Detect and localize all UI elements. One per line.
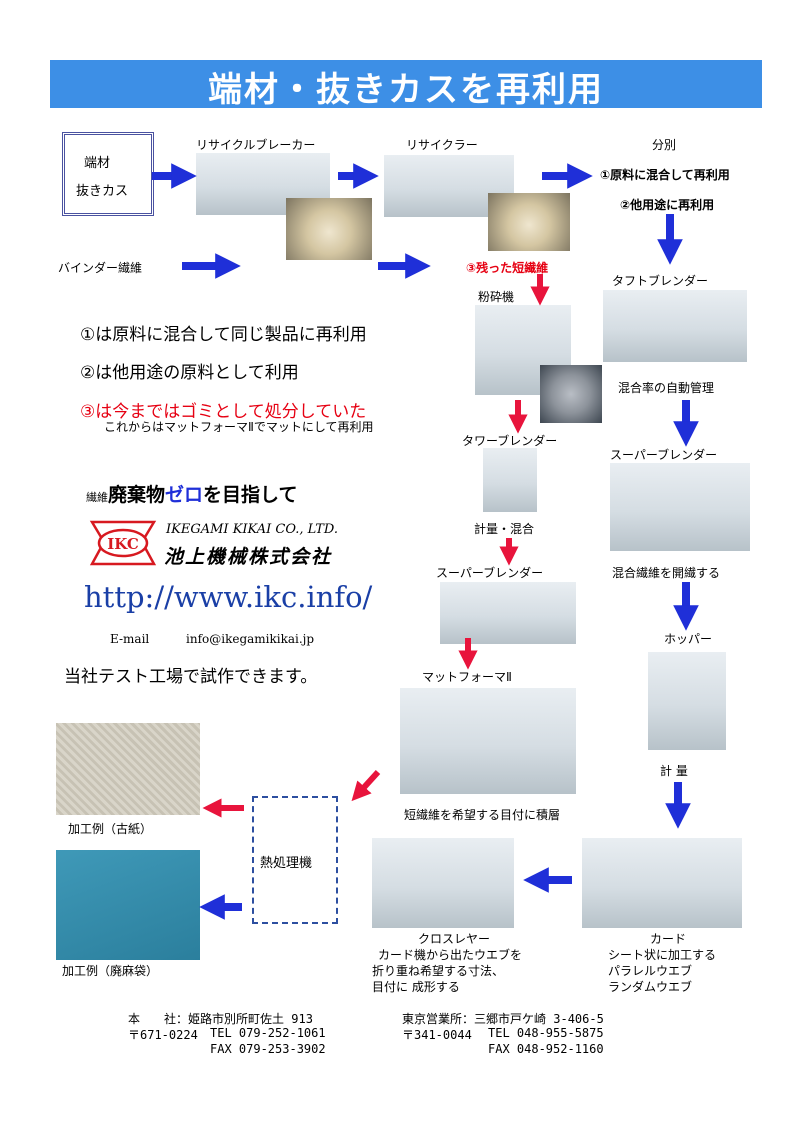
- label-sort-1: ①原料に混合して再利用: [600, 168, 730, 182]
- hopper-photo: [648, 652, 726, 750]
- label-cross-desc2: 折り重ね希望する寸法、: [372, 964, 505, 978]
- tuft-blender-photo: [603, 290, 747, 362]
- slogan-part1: 廃棄物: [108, 484, 166, 506]
- card-photo: [582, 838, 742, 928]
- slogan-prefix: 繊維: [86, 491, 108, 504]
- tokyo-tel: TEL 048-955-5875: [488, 1026, 604, 1040]
- label-recycle-breaker: リサイクルブレーカー: [196, 138, 316, 152]
- crushed-fiber-photo: [540, 365, 602, 423]
- label-crusher: 粉砕機: [478, 290, 515, 304]
- input-box-line1: 端材: [84, 156, 111, 171]
- label-hopper: ホッパー: [664, 632, 713, 646]
- label-cross-layer: クロスレヤー: [418, 932, 491, 946]
- label-heat-treat: 熱処理機: [260, 856, 313, 871]
- super-blender-mid-photo: [440, 582, 576, 644]
- label-binder-fiber: バインダー繊維: [58, 261, 143, 275]
- label-leftover-fiber: ③残った短繊維: [466, 261, 549, 275]
- company-url[interactable]: http://www.ikc.info/: [84, 580, 373, 614]
- heat-treat-box: [252, 796, 338, 924]
- label-tower-blender: タワーブレンダー: [462, 434, 558, 448]
- label-example2: 加工例（廃麻袋）: [62, 964, 159, 978]
- title-banner: [50, 60, 762, 108]
- label-weigh-mix: 計量・混合: [474, 522, 535, 536]
- label-sort-2: ②他用途に再利用: [620, 198, 715, 212]
- hq-addr: 姫路市別所町佐土 913: [188, 1012, 313, 1026]
- arrow-mat-to-heat: [351, 769, 381, 802]
- tokyo-addr: 三郷市戸ケ崎 3-406-5: [474, 1012, 604, 1026]
- label-card: カード: [650, 932, 687, 946]
- label-recycler: リサイクラー: [406, 138, 478, 152]
- slogan-part3: を目指して: [203, 484, 298, 506]
- label-cross-desc1: カード機から出たウエブを: [378, 948, 523, 962]
- input-box-line2: 抜きカス: [76, 184, 129, 199]
- label-example1: 加工例（古紙）: [68, 822, 153, 836]
- hq-line1: 本 社：姫路市別所町佐土 913: [128, 1010, 313, 1027]
- example2-photo: [56, 850, 200, 960]
- slogan-part2: ゼロ: [165, 484, 204, 506]
- note-3: ③は今まではゴミとして処分していた: [80, 402, 367, 422]
- hq-label: 本 社：: [128, 1012, 189, 1026]
- label-weigh: 計 量: [660, 764, 688, 778]
- note-1: ①は原料に混合して同じ製品に再利用: [80, 325, 367, 345]
- label-super-blender-right: スーパーブレンダー: [610, 448, 718, 462]
- super-blender-right-photo: [610, 463, 750, 551]
- cross-layer-photo: [372, 838, 514, 928]
- example1-photo: [56, 723, 200, 815]
- fiber-photo-1: [286, 198, 372, 260]
- label-card-desc1: シート状に加工する: [608, 948, 717, 962]
- label-card-desc3: ランダムウエブ: [608, 980, 693, 994]
- note-3-sub: これからはマットフォーマⅡでマットにして再利用: [104, 420, 374, 434]
- slogan: 繊維廃棄物ゼロを目指して: [86, 480, 297, 507]
- email-label: E-mail: [110, 632, 150, 646]
- company-name-en: IKEGAMI KIKAI CO., LTD.: [166, 522, 338, 537]
- test-factory-note: 当社テスト工場で試作できます。: [64, 667, 318, 687]
- note-2: ②は他用途の原料として利用: [80, 363, 299, 383]
- hq-fax: FAX 079-253-3902: [210, 1042, 326, 1056]
- page-title: 端材・抜きカスを再利用: [208, 70, 604, 110]
- hq-zip: 〒671-0224: [128, 1028, 198, 1042]
- label-tuft-blender: タフトブレンダー: [612, 274, 709, 288]
- input-box: [62, 132, 154, 216]
- logo-text: IKC: [107, 535, 139, 553]
- label-mat-former: マットフォーマⅡ: [422, 670, 512, 684]
- fiber-photo-2: [488, 193, 570, 251]
- label-sort: 分別: [652, 138, 677, 152]
- label-cross-desc3: 目付に 成形する: [372, 980, 460, 994]
- tokyo-label: 東京営業所：: [402, 1012, 475, 1026]
- label-card-desc2: パラレルウエブ: [608, 964, 693, 978]
- email-link[interactable]: info@ikegamikikai.jp: [186, 632, 315, 646]
- label-super-blender-mid: スーパーブレンダー: [436, 566, 544, 580]
- label-auto-mix: 混合率の自動管理: [618, 381, 715, 395]
- company-logo-icon: IKC: [89, 520, 157, 566]
- label-laminate: 短繊維を希望する目付に積層: [404, 808, 561, 822]
- tokyo-zip: 〒341-0044: [402, 1028, 472, 1042]
- tower-blender-photo: [483, 448, 537, 512]
- label-open-fiber: 混合繊維を開繊する: [612, 566, 721, 580]
- tokyo-fax: FAX 048-952-1160: [488, 1042, 604, 1056]
- company-name-ja: 池上機械株式会社: [164, 546, 333, 568]
- mat-former-photo: [400, 688, 576, 794]
- hq-tel: TEL 079-252-1061: [210, 1026, 326, 1040]
- tokyo-line1: 東京営業所：三郷市戸ケ崎 3-406-5: [402, 1010, 604, 1027]
